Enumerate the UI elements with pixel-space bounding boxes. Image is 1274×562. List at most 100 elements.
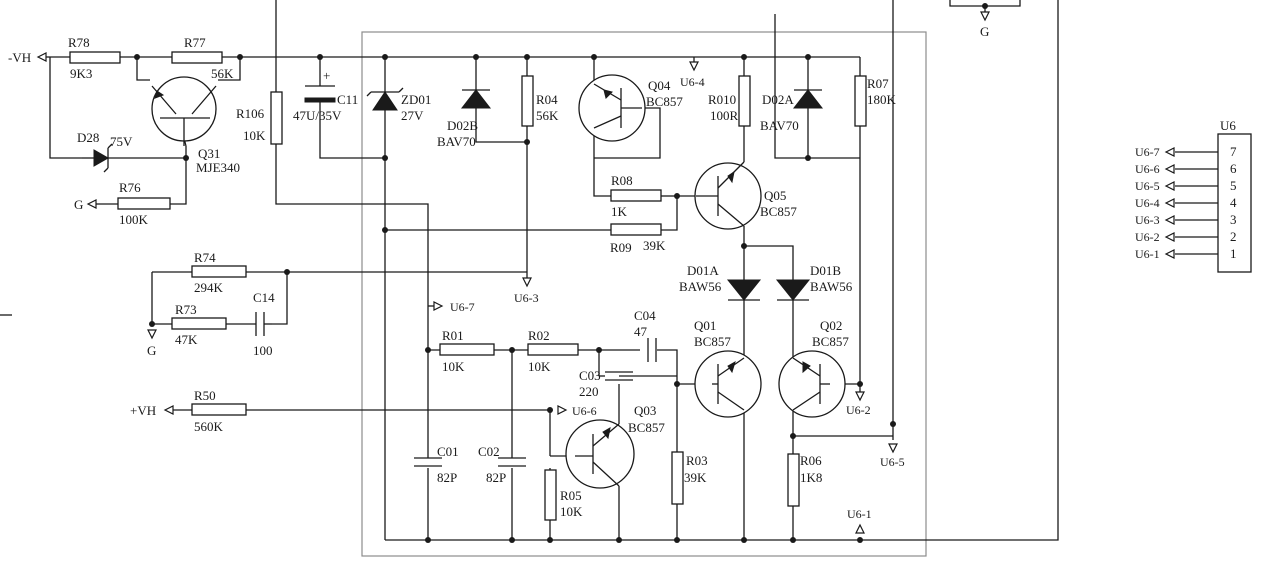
c14-value: 100 xyxy=(253,343,273,358)
r09-ref: R09 xyxy=(610,240,632,255)
r06-value: 1K8 xyxy=(800,470,822,485)
resistor-r08 xyxy=(610,189,662,202)
q01-ref: Q01 xyxy=(694,318,716,333)
q04-ref: Q04 xyxy=(648,78,671,93)
port-label-u6-2: U6-2 xyxy=(846,403,871,417)
r06-ref: R06 xyxy=(800,453,822,468)
connector-pin-num-3: 3 xyxy=(1230,212,1237,227)
c11-polarity: + xyxy=(323,68,330,83)
zener-zd01 xyxy=(366,87,404,111)
connector-pin-label-2: U6-2 xyxy=(1135,230,1160,244)
port-label-u6-7: U6-7 xyxy=(450,300,475,314)
q31-ref: Q31 xyxy=(198,146,220,161)
r09-value: 39K xyxy=(643,238,666,253)
diode-d01b xyxy=(775,279,811,301)
connector-pin-label-6: U6-6 xyxy=(1135,162,1160,176)
c14-ref: C14 xyxy=(253,290,275,305)
connector-pin-label-4: U6-4 xyxy=(1135,196,1160,210)
resistor-r010 xyxy=(738,75,751,127)
transistor-q03 xyxy=(565,419,635,489)
net-ground-r73: G xyxy=(147,329,157,358)
c11-ref: C11 xyxy=(337,92,358,107)
r106-ref: R106 xyxy=(236,106,265,121)
d01b-ref: D01B xyxy=(810,263,841,278)
diode-d01a xyxy=(726,279,762,301)
q04-value: BC857 xyxy=(646,94,683,109)
connector-pin-num-7: 7 xyxy=(1230,144,1237,159)
q01-value: BC857 xyxy=(694,334,731,349)
c04-ref: C04 xyxy=(634,308,656,323)
resistor-r05 xyxy=(544,469,557,521)
connector-pin-num-5: 5 xyxy=(1230,178,1237,193)
connector-pin-label-5: U6-5 xyxy=(1135,179,1160,193)
capacitor-c02 xyxy=(498,457,526,467)
r04-value: 56K xyxy=(536,108,559,123)
c03-ref: C03 xyxy=(579,368,601,383)
capacitor-c01 xyxy=(414,457,442,467)
port-u6-5: U6-5 xyxy=(880,443,905,469)
transistor-q31 xyxy=(151,76,217,146)
resistor-r74 xyxy=(191,265,247,278)
port-label-u6-3: U6-3 xyxy=(514,291,539,305)
q03-ref: Q03 xyxy=(634,403,656,418)
transistor-q01 xyxy=(694,350,762,418)
r73-value: 47K xyxy=(175,332,198,347)
capacitor-c11 xyxy=(304,85,336,103)
q03-value: BC857 xyxy=(628,420,665,435)
r010-ref: R010 xyxy=(708,92,736,107)
c02-value: 82P xyxy=(486,470,506,485)
r77-value: 56K xyxy=(211,66,234,81)
net-ground-top: G xyxy=(980,11,990,39)
d02a-value: BAV70 xyxy=(760,118,799,133)
r76-value: 100K xyxy=(119,212,149,227)
q02-ref: Q02 xyxy=(820,318,842,333)
r08-value: 1K xyxy=(611,204,628,219)
resistor-r106 xyxy=(270,91,283,145)
r73-ref: R73 xyxy=(175,302,197,317)
r04-ref: R04 xyxy=(536,92,558,107)
r07-ref: R07 xyxy=(867,76,889,91)
net-label-ground: G xyxy=(74,197,83,212)
port-label-u6-4: U6-4 xyxy=(680,75,705,89)
d02a-ref: D02A xyxy=(762,92,794,107)
port-u6-6: U6-6 xyxy=(557,404,597,418)
capacitor-c04 xyxy=(647,338,657,362)
c01-value: 82P xyxy=(437,470,457,485)
d01a-ref: D01A xyxy=(687,263,719,278)
net-ground-left: G xyxy=(74,197,100,212)
port-label-u6-5: U6-5 xyxy=(880,455,905,469)
d28-value: 75V xyxy=(110,134,133,149)
diode-d02b xyxy=(460,89,492,109)
port-label-u6-1: U6-1 xyxy=(847,507,872,521)
d28-ref: D28 xyxy=(77,130,99,145)
r74-ref: R74 xyxy=(194,250,216,265)
zener-d28 xyxy=(82,143,113,173)
connector-pin-label-3: U6-3 xyxy=(1135,213,1160,227)
transistor-q02 xyxy=(778,350,846,418)
connector-pin-num-4: 4 xyxy=(1230,195,1237,210)
port-u6-7: U6-7 xyxy=(428,300,475,314)
resistor-r78 xyxy=(69,51,121,64)
net-label-pos-vh: +VH xyxy=(130,403,156,418)
resistor-r02 xyxy=(527,343,579,356)
diode-d02a xyxy=(792,89,824,109)
connector-u6-ref: U6 xyxy=(1220,118,1236,133)
c04-value: 47 xyxy=(634,324,648,339)
transistor-q04 xyxy=(578,74,646,142)
connector-pin-num-2: 2 xyxy=(1230,229,1237,244)
r78-value: 9K3 xyxy=(70,66,92,81)
port-u6-3: U6-3 xyxy=(514,272,539,305)
connector-u6: U6 U6-7 7 U6-6 6 U6-5 5 U6-4 4 U6-3 3 U6… xyxy=(1135,118,1252,273)
connector-pin-num-1: 1 xyxy=(1230,246,1237,261)
r010-value: 100R xyxy=(710,108,739,123)
resistor-r06 xyxy=(787,453,800,507)
r106-value: 10K xyxy=(243,128,266,143)
resistor-r07 xyxy=(854,75,867,127)
net-neg-vh: -VH xyxy=(8,50,50,65)
resistor-r73 xyxy=(171,317,227,330)
junctions xyxy=(134,3,988,543)
net-label-ground-3: G xyxy=(980,24,989,39)
port-u6-4: U6-4 xyxy=(680,57,705,89)
r05-ref: R05 xyxy=(560,488,582,503)
